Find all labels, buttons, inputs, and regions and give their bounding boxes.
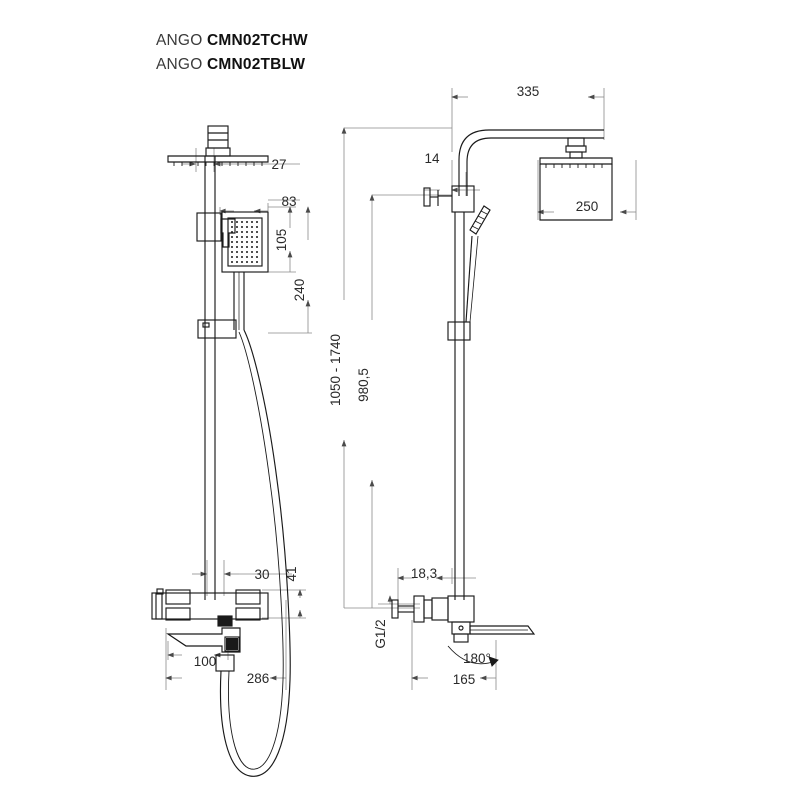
brand-name-2: ANGO bbox=[156, 56, 203, 73]
product-title-line-1: ANGO CMN02TCHW bbox=[156, 32, 308, 50]
right-bath-spout bbox=[469, 625, 536, 635]
label-height-range: 1050 - 1740 bbox=[328, 334, 343, 406]
left-bath-spout bbox=[166, 627, 241, 653]
model-code-1: CMN02TCHW bbox=[206, 32, 308, 49]
right-diverter-block bbox=[423, 185, 475, 213]
label-165: 165 bbox=[453, 672, 476, 687]
dimension-lines-right bbox=[341, 88, 637, 690]
spray-face-nozzles bbox=[231, 221, 258, 263]
label-240: 240 bbox=[292, 279, 307, 302]
right-overhead-shower bbox=[539, 137, 613, 221]
dimension-labels-right: 335 14 250 1050 - 1740 980,5 18,3 G1/2 1… bbox=[328, 84, 598, 687]
dimension-labels-left: 27 83 105 240 30 41 100 286 bbox=[194, 157, 307, 686]
left-handshower bbox=[221, 211, 269, 330]
right-riser-rail bbox=[454, 212, 465, 600]
label-250: 250 bbox=[576, 199, 599, 214]
left-thermostatic-valve-body bbox=[151, 588, 269, 627]
label-286: 286 bbox=[247, 671, 270, 686]
right-view-geometry bbox=[391, 129, 613, 667]
left-hose bbox=[215, 329, 291, 777]
label-18-3: 18,3 bbox=[411, 566, 437, 581]
label-14: 14 bbox=[424, 151, 440, 166]
brand-name-1: ANGO bbox=[156, 32, 203, 49]
label-27: 27 bbox=[271, 157, 286, 172]
label-g-half: G1/2 bbox=[373, 619, 388, 648]
right-rail-slider bbox=[447, 321, 471, 341]
right-handshower bbox=[465, 205, 491, 323]
left-overhead-shower bbox=[167, 125, 269, 166]
dimension-lines-left bbox=[165, 148, 312, 690]
label-41: 41 bbox=[284, 566, 299, 581]
rotation-arc-180 bbox=[447, 645, 499, 667]
label-100: 100 bbox=[194, 654, 217, 669]
label-105: 105 bbox=[274, 229, 289, 252]
label-335: 335 bbox=[517, 84, 540, 99]
right-mixer-body bbox=[391, 595, 475, 643]
label-30: 30 bbox=[254, 567, 269, 582]
product-title-line-2: ANGO CMN02TBLW bbox=[156, 56, 305, 74]
model-code-2: CMN02TBLW bbox=[206, 56, 306, 73]
right-shower-arm bbox=[458, 129, 604, 196]
left-riser-pipe bbox=[204, 156, 216, 600]
left-rail-slider bbox=[197, 319, 237, 339]
label-980-5: 980,5 bbox=[356, 368, 371, 402]
left-view-geometry bbox=[151, 125, 291, 777]
label-83: 83 bbox=[281, 194, 296, 209]
